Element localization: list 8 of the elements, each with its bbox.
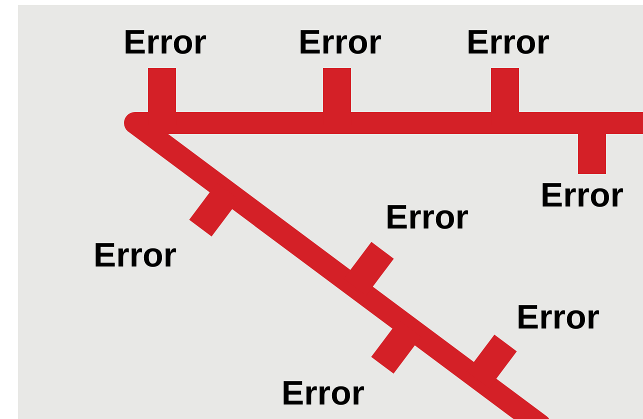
station-label: Error bbox=[284, 381, 364, 405]
station-label: Error bbox=[468, 30, 550, 54]
station-label: Error bbox=[542, 183, 624, 207]
station-label: Error bbox=[388, 205, 468, 229]
station-label: Error bbox=[126, 30, 206, 54]
station-label: Error bbox=[518, 305, 600, 329]
station-label: Error bbox=[300, 30, 382, 54]
station-label: Error bbox=[96, 243, 176, 267]
